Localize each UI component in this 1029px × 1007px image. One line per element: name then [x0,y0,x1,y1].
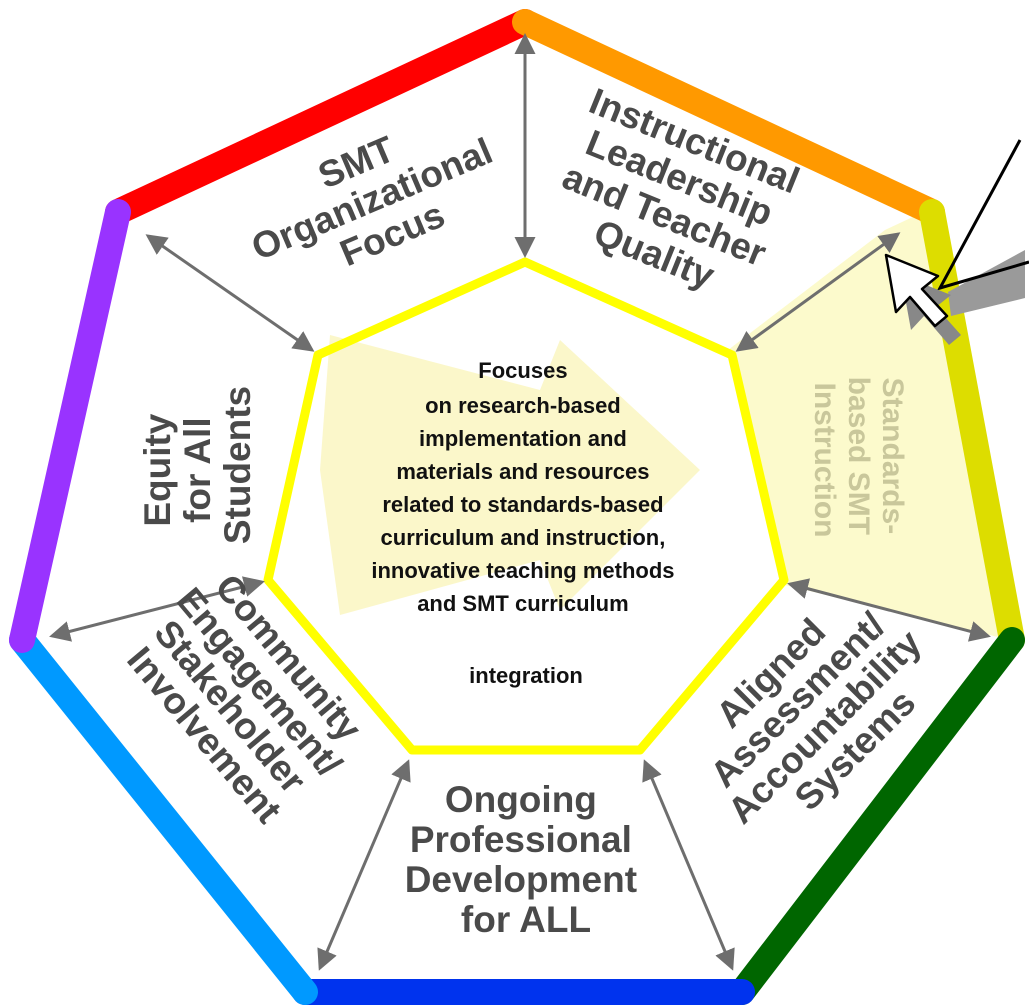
segment-ongoing[interactable]: Ongoing Professional Development for ALL [405,779,648,940]
segment-line: Development [405,859,637,900]
edge-red [105,9,538,225]
edge-green [729,627,1025,1005]
divider-arrow [735,232,901,352]
divider-arrow [317,759,411,971]
divider-arrow [642,759,735,971]
segment-standards[interactable]: Standards- based SMT Instruction [808,377,909,544]
segment-line: Equity [137,413,178,526]
segment-line: Standards- [876,377,909,534]
divider-arrow [145,234,315,352]
segment-line: for ALL [461,899,591,940]
edge-lightblue [9,627,318,1005]
segment-aligned[interactable]: Aligned Assessment/ Accountability Syste… [666,561,963,858]
divider-arrow [787,578,991,642]
center-line: curriculum and instruction, [381,525,666,550]
segment-line: Professional [410,819,632,860]
center-line: and SMT curriculum [417,591,628,616]
center-line: related to standards-based [382,492,663,517]
center-arrow-shape [320,335,700,615]
segment-line: based SMT [842,377,875,535]
center-line: Focuses [478,358,567,383]
center-line: materials and resources [396,459,649,484]
outer-heptagon [9,9,1025,1005]
center-line: implementation and [419,426,627,451]
divider-arrow [49,576,265,642]
callout-pointer-icon [936,139,1029,316]
segment-instructional[interactable]: Instructional Leadership and Teacher Qua… [539,80,815,316]
center-line: integration [469,663,583,688]
edge-purple [9,199,131,653]
segment-equity[interactable]: Equity for All Students [137,386,258,544]
mouse-cursor-icon [884,253,961,345]
divider-arrows [49,33,991,971]
segment-smt-org[interactable]: SMT Organizational Focus [230,89,523,305]
segment-line: Instruction [808,383,841,538]
center-line: on research-based [425,393,621,418]
segment-line: Ongoing [445,779,597,820]
inner-heptagon [263,257,789,755]
center-description: Focuses on research-based implementation… [371,358,680,688]
edge-yellow [919,199,1025,653]
segment-line: for All [177,417,218,523]
edge-orange [512,9,945,225]
segment-line: Students [217,386,258,544]
center-line: innovative teaching methods [371,558,674,583]
